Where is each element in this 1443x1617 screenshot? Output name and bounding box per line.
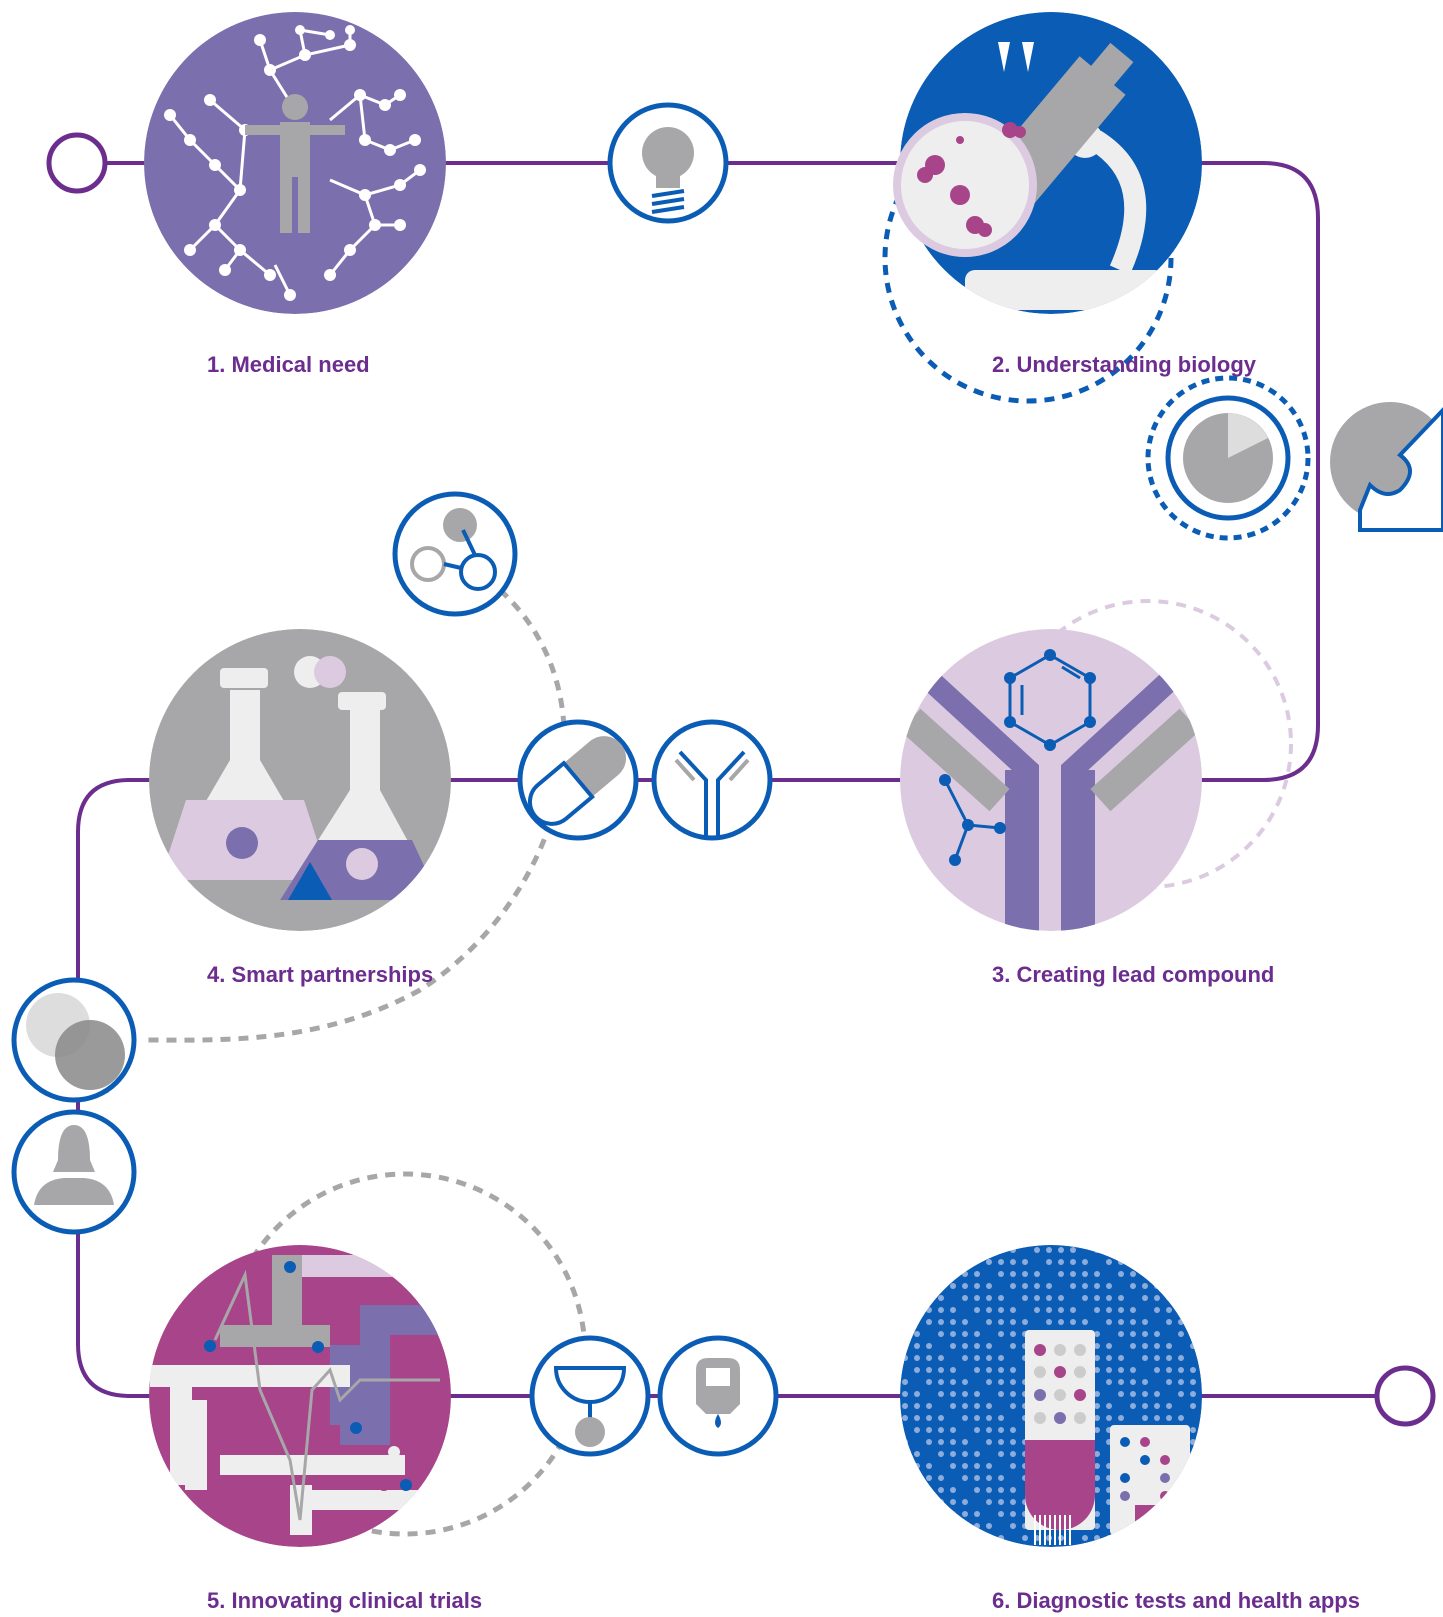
end-node-icon <box>1374 1365 1436 1427</box>
molecule-link-icon <box>392 491 518 617</box>
antibody-icon <box>651 719 773 841</box>
glucose-meter-icon <box>657 1335 779 1457</box>
puzzle-icon <box>1330 402 1443 532</box>
smart-partnerships-illustration <box>149 629 451 931</box>
stage-label-diagnostic-tests: 6. Diagnostic tests and health apps <box>992 1588 1360 1613</box>
stethoscope-icon <box>529 1335 651 1457</box>
capsule-icon <box>517 719 639 841</box>
medical-need-illustration <box>144 12 446 314</box>
stage-label-medical-need: 1. Medical need <box>207 352 370 377</box>
lightbulb-icon <box>607 102 729 224</box>
person-icon <box>11 1109 137 1235</box>
diagnostic-tests-illustration <box>900 1245 1202 1547</box>
pie-chart-icon <box>1145 375 1311 541</box>
innovating-clinical-trials-illustration <box>149 1245 451 1547</box>
start-node-icon <box>46 132 108 194</box>
stage-label-innovating-clinical-trials: 5. Innovating clinical trials <box>207 1588 482 1613</box>
stage-label-creating-lead-compound: 3. Creating lead compound <box>992 962 1274 987</box>
stage-label-smart-partnerships: 4. Smart partnerships <box>207 962 433 987</box>
stage-label-understanding-biology: 2. Understanding biology <box>992 352 1257 377</box>
creating-lead-compound-illustration <box>900 629 1202 931</box>
understanding-biology-illustration <box>893 12 1202 314</box>
venn-icon <box>11 977 137 1103</box>
dashed-arc-partnerships <box>144 588 567 1043</box>
